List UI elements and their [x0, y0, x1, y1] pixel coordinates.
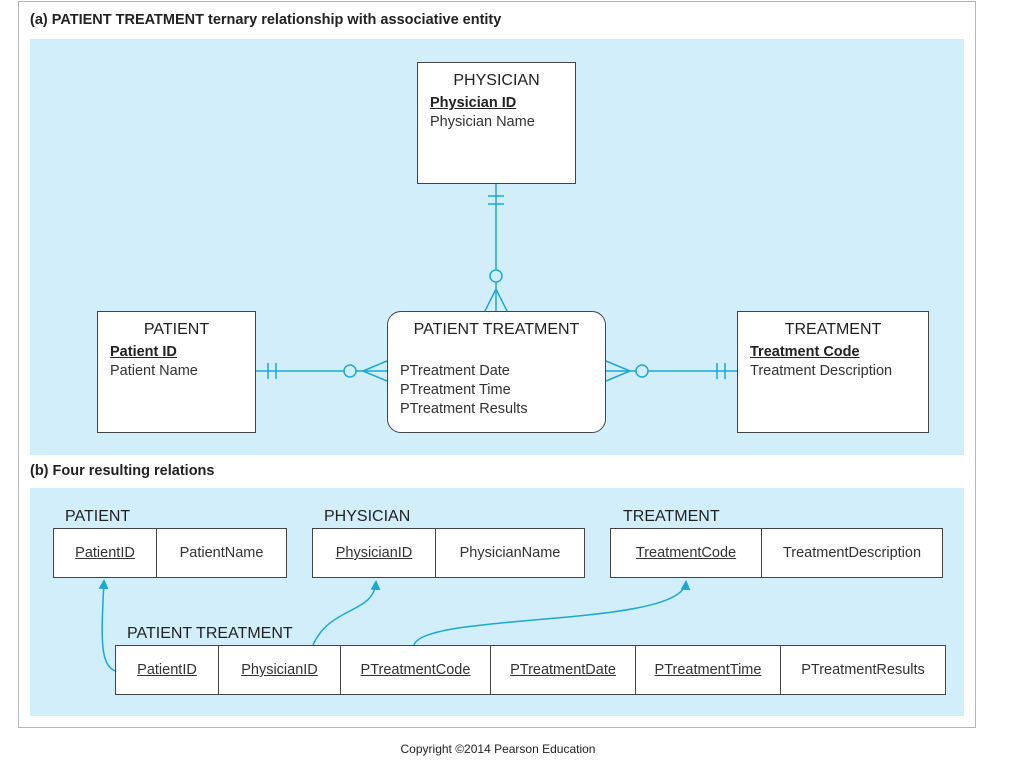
column-label: PhysicianID — [335, 545, 413, 561]
fk-arrow-physician — [312, 580, 381, 646]
column-label: TreatmentDescription — [782, 545, 922, 561]
patient-id-attr: Patient ID — [110, 344, 177, 360]
column-label: PhysicianID — [241, 662, 318, 678]
treatment-code-attr: Treatment Code — [750, 344, 860, 360]
physician-id-attr: Physician ID — [430, 95, 517, 111]
physician-id-column: PhysicianID — [313, 529, 436, 577]
physician-relationship-line — [484, 184, 508, 312]
treatment-description-column: TreatmentDescription — [762, 529, 942, 577]
copyright-text: Copyright ©2014 Pearson Education — [400, 742, 596, 756]
relation-physician-table: PhysicianID PhysicianName — [312, 528, 585, 578]
column-label: PatientName — [179, 545, 264, 561]
relation-patient-table: PatientID PatientName — [53, 528, 287, 578]
treatment-entity: TREATMENT Treatment Code Treatment Descr… — [737, 311, 929, 433]
patient-treatment-entity-title: PATIENT TREATMENT — [413, 321, 580, 338]
patient-treatment-entity: PATIENT TREATMENT PTreatment Date PTreat… — [387, 311, 606, 433]
physician-name-column: PhysicianName — [436, 529, 584, 577]
pt-treatment-code-column: PTreatmentCode — [341, 646, 491, 694]
column-label: PTreatmentResults — [801, 662, 925, 678]
treatment-relationship-line — [605, 360, 737, 382]
column-label: PTreatmentDate — [510, 662, 616, 678]
relation-patient-treatment-table: PatientID PhysicianID PTreatmentCode PTr… — [115, 645, 946, 695]
ptreatment-date-attr: PTreatment Date — [400, 363, 510, 379]
relation-treatment-table: TreatmentCode TreatmentDescription — [610, 528, 943, 578]
pt-patient-id-column: PatientID — [116, 646, 219, 694]
fk-arrow-treatment — [413, 580, 691, 646]
patient-id-column: PatientID — [54, 529, 157, 577]
column-label: PTreatmentCode — [360, 662, 471, 678]
ptreatment-results-attr: PTreatment Results — [400, 401, 528, 417]
fk-arrow-patient — [98, 579, 116, 672]
pt-treatment-time-column: PTreatmentTime — [636, 646, 781, 694]
patient-relationship-line — [256, 360, 388, 382]
physician-entity-title: PHYSICIAN — [453, 72, 540, 89]
column-label: PhysicianName — [459, 545, 561, 561]
column-label: PatientID — [75, 545, 135, 561]
column-label: PTreatmentTime — [654, 662, 762, 678]
treatment-code-column: TreatmentCode — [611, 529, 762, 577]
patient-name-attr: Patient Name — [110, 363, 198, 379]
patient-entity: PATIENT Patient ID Patient Name — [97, 311, 256, 433]
pt-treatment-results-column: PTreatmentResults — [781, 646, 945, 694]
physician-name-attr: Physician Name — [430, 114, 535, 130]
treatment-description-attr: Treatment Description — [750, 363, 893, 379]
treatment-entity-title: TREATMENT — [784, 321, 882, 338]
relation-patient-name: PATIENT — [65, 508, 131, 525]
section-a-heading: (a) PATIENT TREATMENT ternary relationsh… — [30, 12, 502, 28]
patient-name-column: PatientName — [157, 529, 286, 577]
relation-treatment-name: TREATMENT — [623, 508, 720, 525]
relation-physician-name: PHYSICIAN — [324, 508, 411, 525]
pt-treatment-date-column: PTreatmentDate — [491, 646, 636, 694]
column-label: TreatmentCode — [635, 545, 737, 561]
patient-entity-title: PATIENT — [143, 321, 210, 338]
ptreatment-time-attr: PTreatment Time — [400, 382, 511, 398]
pt-physician-id-column: PhysicianID — [219, 646, 341, 694]
relation-patient-treatment-name: PATIENT TREATMENT — [127, 625, 293, 642]
section-b-heading: (b) Four resulting relations — [30, 463, 215, 479]
column-label: PatientID — [137, 662, 197, 678]
physician-entity: PHYSICIAN Physician ID Physician Name — [417, 62, 576, 184]
